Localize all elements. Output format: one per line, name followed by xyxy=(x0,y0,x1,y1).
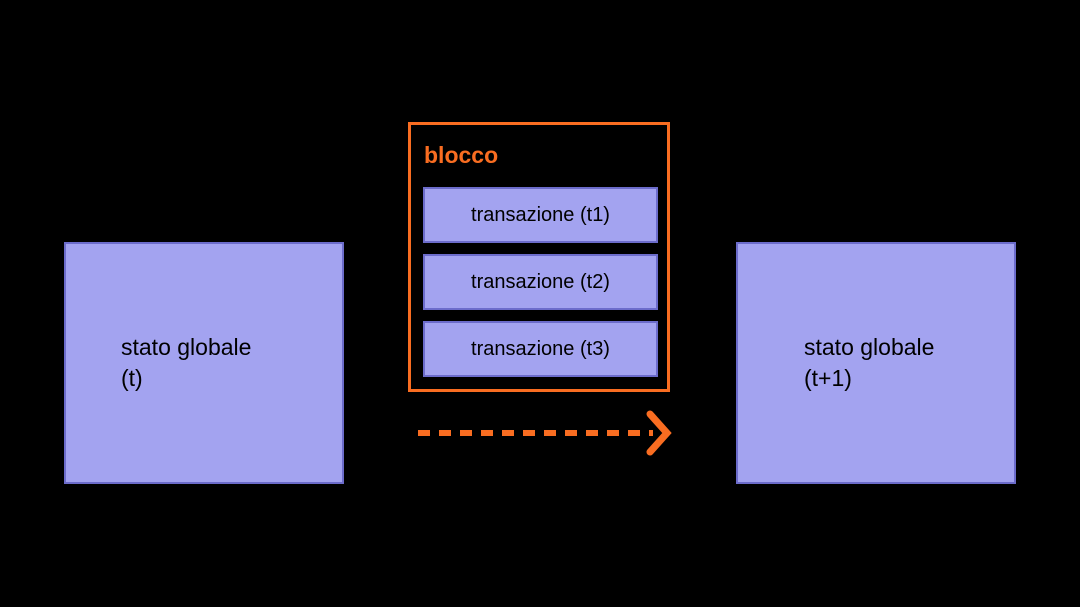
transition-arrow-icon xyxy=(418,410,672,456)
block-title: blocco xyxy=(424,142,499,168)
state-box-before: stato globale (t) xyxy=(64,242,344,484)
transaction-item: transazione (t2) xyxy=(423,254,658,310)
state-box-before-label: stato globale (t) xyxy=(121,334,252,391)
transaction-item: transazione (t3) xyxy=(423,321,658,377)
state-box-after-label: stato globale (t+1) xyxy=(804,334,935,391)
transaction-list: transazione (t1) transazione (t2) transa… xyxy=(423,187,658,377)
state-box-after: stato globale (t+1) xyxy=(736,242,1016,484)
arrow-chevron-head xyxy=(646,410,672,456)
block-container: blocco transazione (t1) transazione (t2)… xyxy=(408,122,670,392)
transaction-item: transazione (t1) xyxy=(423,187,658,243)
